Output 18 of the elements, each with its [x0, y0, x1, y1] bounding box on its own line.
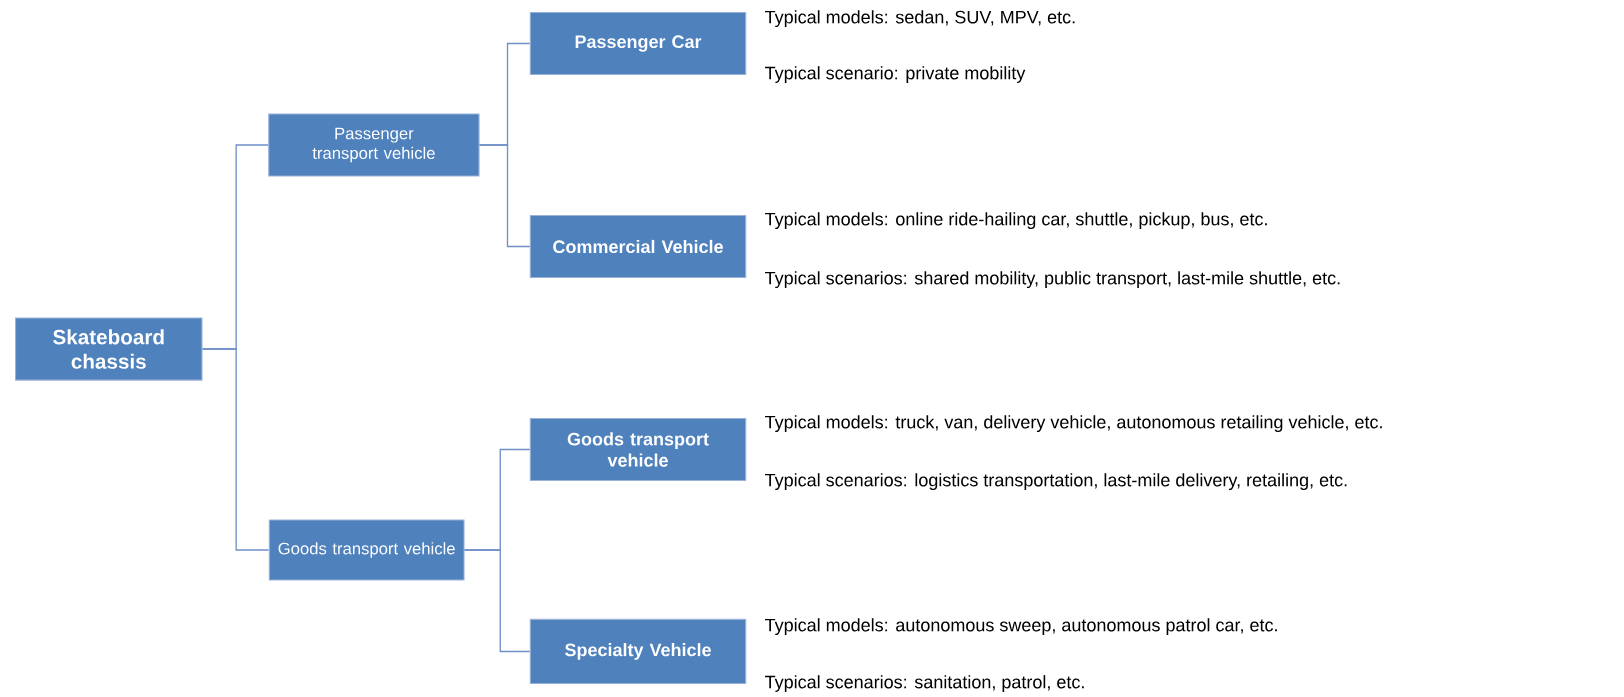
connector-line	[463, 549, 531, 653]
category-box: Specialty Vehicle	[529, 618, 747, 685]
category-box: Goods transport vehicle	[529, 417, 747, 482]
description-text: Typical scenarios: shared mobility, public transport, last-mile shuttle, etc.	[765, 271, 1340, 289]
description-text: Typical scenario: private mobility	[765, 66, 1026, 83]
description-text: Typical scenarios: logistics transportation, last-mile delivery, retailing, etc.	[765, 473, 1347, 490]
connector-line	[478, 144, 531, 248]
connector-line	[201, 348, 270, 551]
description-text: Typical models: sedan, SUV, MPV, etc.	[765, 10, 1075, 27]
description-text: Typical models: online ride-hailing car, shuttle, pickup, bus, etc.	[765, 212, 1267, 229]
category-box: Goods transport vehicle	[268, 519, 465, 581]
description-text: Typical models: truck, van, delivery vehicle, autonomous retailing vehicle, etc.	[765, 415, 1382, 432]
category-box: Passenger transport vehicle	[268, 113, 480, 177]
description-text: Typical scenarios: sanitation, patrol, etc.	[765, 675, 1084, 692]
category-box: Commercial Vehicle	[529, 214, 747, 279]
category-box: Skateboard chassis	[15, 317, 203, 381]
description-text: Typical models: autonomous sweep, autonomous patrol car, etc.	[765, 618, 1277, 635]
category-box: Passenger Car	[529, 11, 747, 76]
